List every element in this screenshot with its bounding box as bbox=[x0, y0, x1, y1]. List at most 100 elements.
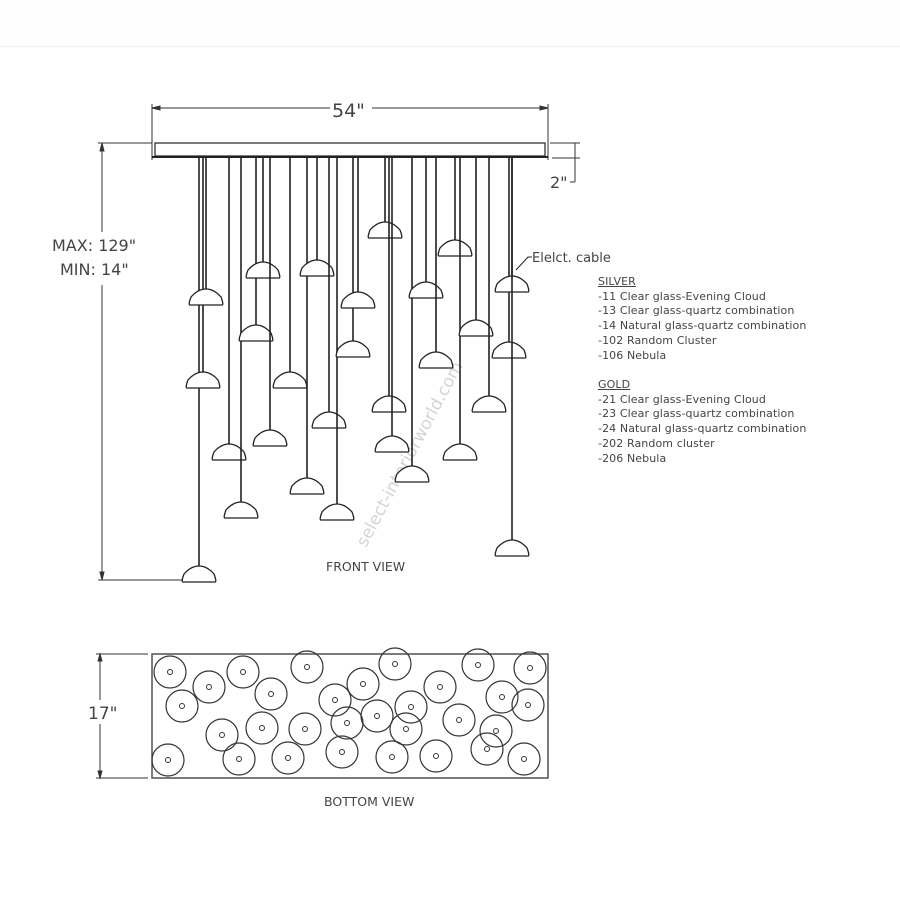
pendant bbox=[367, 157, 403, 239]
pendant bbox=[442, 157, 478, 461]
pendant-footprint bbox=[511, 688, 545, 722]
cable-point bbox=[332, 697, 338, 703]
pendant-shade bbox=[471, 395, 507, 413]
cable-point bbox=[179, 703, 185, 709]
cable-point bbox=[403, 726, 409, 732]
pendant bbox=[245, 157, 281, 279]
pendant-shade bbox=[408, 281, 444, 299]
pendant bbox=[252, 157, 288, 447]
pendant-footprint bbox=[479, 714, 513, 748]
height-max-label: MAX: 129" bbox=[52, 236, 136, 255]
legend-silver: SILVER -11 Clear glass-Evening Cloud -13… bbox=[598, 275, 806, 363]
depth-label: 17" bbox=[88, 704, 117, 724]
pendant bbox=[238, 157, 274, 342]
pendant-shade bbox=[437, 239, 473, 257]
cable-point bbox=[499, 694, 505, 700]
pendant bbox=[181, 157, 217, 583]
legend-item: -14 Natural glass-quartz combination bbox=[598, 319, 807, 333]
pendant-footprint bbox=[271, 741, 305, 775]
legend-item: -21 Clear glass-Evening Cloud bbox=[598, 392, 766, 406]
legend-item: -206 Nebula bbox=[598, 451, 667, 465]
cable-point bbox=[484, 746, 490, 752]
canopy bbox=[154, 142, 546, 157]
cable-callout-label: Elelct. cable bbox=[532, 251, 611, 266]
pendant-footprint bbox=[394, 690, 428, 724]
pendant-footprint bbox=[205, 718, 239, 752]
legend-item: -11 Clear glass-Evening Cloud bbox=[598, 289, 766, 303]
cable-point bbox=[236, 756, 242, 762]
overall-height-dimension bbox=[98, 142, 190, 581]
pendant-group bbox=[181, 157, 530, 583]
cable-point bbox=[437, 684, 443, 690]
pendant-shade bbox=[181, 565, 217, 583]
legend-item: -24 Natural glass-quartz combination bbox=[598, 422, 807, 436]
pendant-shade bbox=[319, 503, 355, 521]
pendant-footprint bbox=[507, 742, 541, 776]
legend-gold: GOLD -21 Clear glass-Evening Cloud -23 C… bbox=[598, 378, 806, 466]
legend-item: -202 Random cluster bbox=[598, 436, 715, 450]
pendant-shade bbox=[491, 341, 527, 359]
cable-point bbox=[339, 749, 345, 755]
pendant-shade bbox=[311, 411, 347, 429]
pendant-footprint bbox=[165, 689, 199, 723]
pendant-footprint bbox=[389, 712, 423, 746]
pendant bbox=[374, 157, 410, 453]
cable-point bbox=[521, 756, 527, 762]
bottom-pendant-positions bbox=[151, 647, 547, 777]
cable-point bbox=[344, 720, 350, 726]
pendant-shade bbox=[252, 429, 288, 447]
width-dimension bbox=[151, 104, 549, 160]
pendant-footprint bbox=[325, 735, 359, 769]
cable-point bbox=[433, 753, 439, 759]
pendant-footprint bbox=[290, 650, 324, 684]
pendant-footprint bbox=[375, 740, 409, 774]
cable-point bbox=[525, 702, 531, 708]
pendant-shade bbox=[494, 539, 530, 557]
cable-point bbox=[360, 681, 366, 687]
pendant bbox=[211, 157, 247, 461]
pendant bbox=[491, 157, 527, 359]
pendant-shade bbox=[211, 443, 247, 461]
pendant-shade bbox=[335, 340, 371, 358]
pendant bbox=[299, 157, 335, 277]
legend-item: -23 Clear glass-quartz combination bbox=[598, 407, 795, 421]
pendant-shade bbox=[223, 501, 259, 519]
pendant bbox=[335, 157, 371, 358]
canopy-height-dimension bbox=[550, 142, 580, 183]
pendant-footprint bbox=[222, 742, 256, 776]
legend-item: -102 Random Cluster bbox=[598, 333, 717, 347]
depth-dimension bbox=[96, 652, 148, 780]
pendant bbox=[188, 157, 224, 306]
pendant bbox=[408, 157, 444, 299]
legend-heading: SILVER bbox=[598, 275, 636, 288]
pendant-shade bbox=[272, 371, 308, 389]
bottom-view-title: BOTTOM VIEW bbox=[324, 794, 414, 809]
pendant-footprint bbox=[153, 655, 187, 689]
pendant-footprint bbox=[288, 712, 322, 746]
pendant-shade bbox=[394, 465, 430, 483]
pendant-shade bbox=[340, 291, 376, 309]
cable-point bbox=[219, 732, 225, 738]
cable-point bbox=[259, 725, 265, 731]
legend-heading: GOLD bbox=[598, 378, 631, 391]
bottom-plate bbox=[151, 653, 549, 779]
height-min-label: MIN: 14" bbox=[60, 260, 129, 279]
legend-item: -106 Nebula bbox=[598, 348, 667, 362]
pendant bbox=[223, 157, 259, 519]
cable-point bbox=[408, 704, 414, 710]
pendant-shade bbox=[374, 435, 410, 453]
top-bar bbox=[0, 0, 900, 47]
cable-point bbox=[240, 669, 246, 675]
pendant bbox=[319, 157, 355, 521]
pendant-footprint bbox=[254, 677, 288, 711]
pendant-footprint bbox=[192, 670, 226, 704]
cable-callout-leader bbox=[515, 256, 532, 271]
pendant-footprint bbox=[245, 711, 279, 745]
pendant-footprint bbox=[513, 651, 547, 685]
pendant-shade bbox=[188, 288, 224, 306]
pendant bbox=[340, 157, 376, 309]
cable-point bbox=[493, 728, 499, 734]
cable-point bbox=[285, 755, 291, 761]
width-label: 54" bbox=[332, 100, 365, 122]
